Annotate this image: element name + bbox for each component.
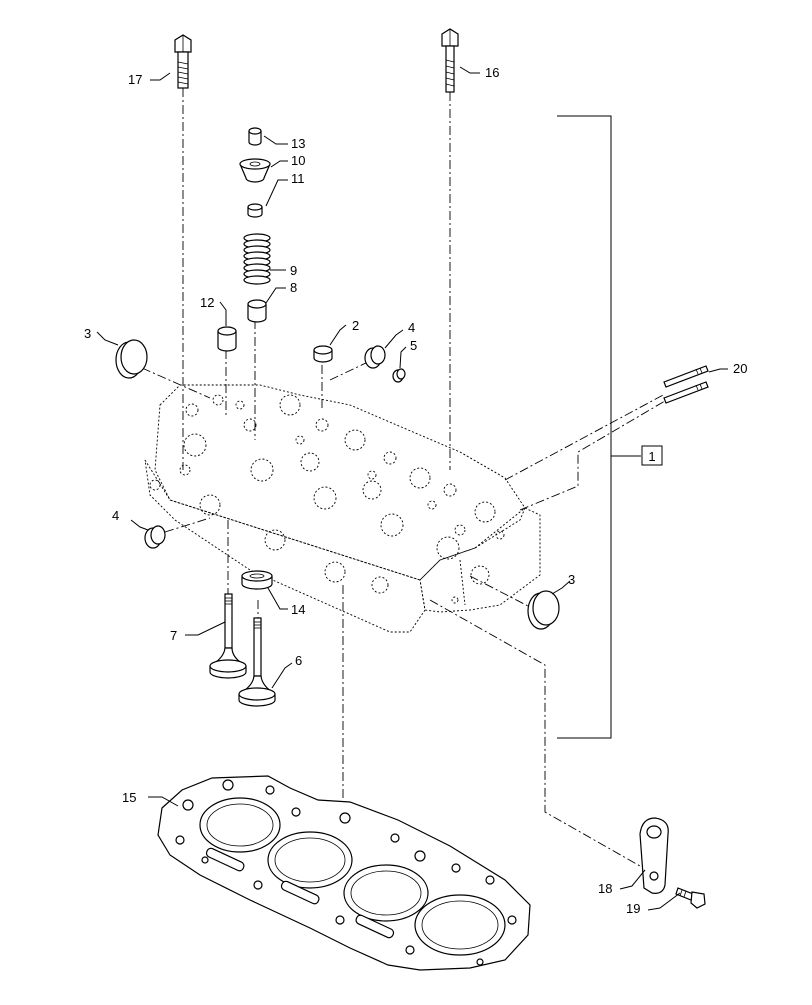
dowel-ring-2: [313, 345, 333, 363]
small-plug-5: [392, 368, 406, 383]
valve-7: [209, 593, 247, 679]
callout-3-right: 3: [568, 572, 575, 587]
valve-seal-11: [247, 203, 263, 218]
callout-1: 1: [648, 449, 655, 464]
callout-8: 8: [290, 280, 297, 295]
expansion-plug-3-left: [115, 339, 148, 379]
callout-4-lower: 4: [112, 508, 119, 523]
callout-11: 11: [291, 171, 305, 186]
valve-6: [238, 617, 276, 707]
callout-2: 2: [352, 318, 359, 333]
cylinder-head: [144, 384, 541, 633]
callout-13: 13: [291, 136, 305, 151]
bracket-bolt-19: [675, 887, 706, 909]
lifting-bracket-18: [639, 817, 669, 894]
expansion-plug-3-right: [527, 590, 560, 630]
leader-lines: [96, 66, 728, 911]
callout-4-upper: 4: [408, 320, 415, 335]
callout-5: 5: [410, 338, 417, 353]
callout-18: 18: [598, 881, 612, 896]
callout-15: 15: [122, 790, 136, 805]
callout-12: 12: [200, 295, 214, 310]
callout-3-left: 3: [84, 326, 91, 341]
callout-labels: 1 2 3 3 4 4 5 6 7 8 9 10 11 12 13 14 15 …: [84, 65, 747, 916]
callout-7: 7: [170, 628, 177, 643]
callout-20: 20: [733, 361, 747, 376]
studs-20: [663, 365, 709, 404]
spring-retainer-10: [239, 158, 271, 183]
head-gasket-15: [157, 775, 531, 971]
washer-14: [241, 570, 273, 590]
valve-cap-13: [248, 127, 262, 146]
plug-4-lower: [144, 525, 166, 549]
valve-guide-8: [247, 299, 267, 323]
callout-16: 16: [485, 65, 499, 80]
guide-sleeve-12: [217, 326, 237, 352]
callout-14: 14: [291, 602, 305, 617]
head-bolt-16: [441, 28, 459, 93]
alignment-lines: [141, 88, 671, 867]
callout-19: 19: [626, 901, 640, 916]
head-bolt-17: [174, 34, 192, 89]
callout-6: 6: [295, 653, 302, 668]
valve-spring-9: [243, 233, 271, 285]
callout-9: 9: [290, 263, 297, 278]
assembly-bracket: [557, 115, 663, 739]
plug-4-upper: [364, 345, 386, 369]
callout-17: 17: [128, 72, 142, 87]
callout-10: 10: [291, 153, 305, 168]
